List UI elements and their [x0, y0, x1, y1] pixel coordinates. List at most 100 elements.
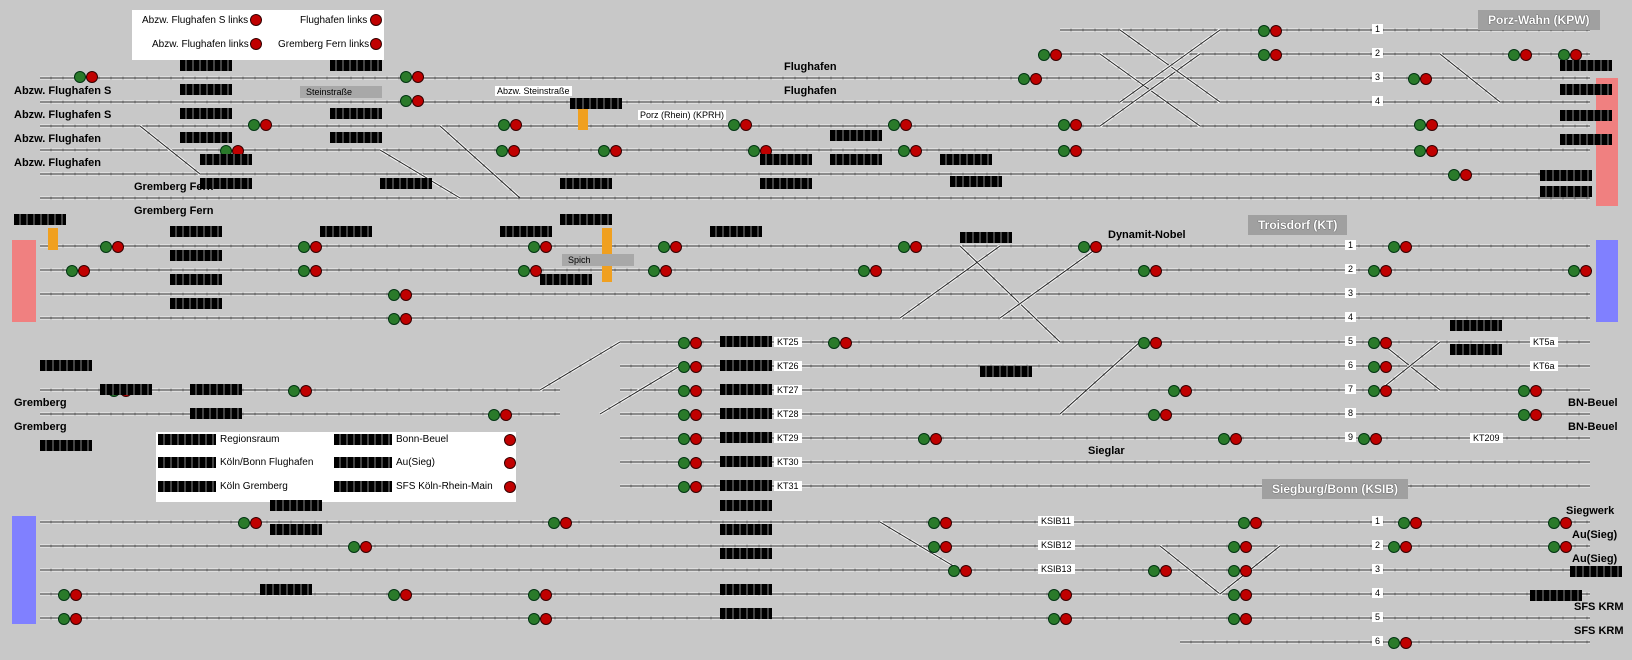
signal-red-icon[interactable] — [412, 71, 424, 83]
signal-red-icon[interactable] — [1400, 241, 1412, 253]
signal-green-icon[interactable] — [238, 517, 250, 529]
signal-green-icon[interactable] — [518, 265, 530, 277]
signal-green-icon[interactable] — [1368, 265, 1380, 277]
signal-green-icon[interactable] — [898, 241, 910, 253]
signal-red-icon[interactable] — [940, 517, 952, 529]
signal-red-icon[interactable] — [1380, 265, 1392, 277]
signal-green-icon[interactable] — [1138, 337, 1150, 349]
signal-green-icon[interactable] — [1368, 361, 1380, 373]
signal-green-icon[interactable] — [488, 409, 500, 421]
signal-red-icon[interactable] — [250, 14, 262, 26]
signal-red-icon[interactable] — [1560, 541, 1572, 553]
signal-red-icon[interactable] — [1520, 49, 1532, 61]
signal-green-icon[interactable] — [548, 517, 560, 529]
signal-red-icon[interactable] — [690, 409, 702, 421]
signal-red-icon[interactable] — [250, 517, 262, 529]
signal-red-icon[interactable] — [78, 265, 90, 277]
signal-red-icon[interactable] — [1460, 169, 1472, 181]
signal-green-icon[interactable] — [528, 589, 540, 601]
signal-green-icon[interactable] — [1258, 25, 1270, 37]
signal-green-icon[interactable] — [288, 385, 300, 397]
signal-red-icon[interactable] — [540, 589, 552, 601]
signal-red-icon[interactable] — [400, 589, 412, 601]
signal-green-icon[interactable] — [1018, 73, 1030, 85]
signal-green-icon[interactable] — [1038, 49, 1050, 61]
signal-red-icon[interactable] — [70, 589, 82, 601]
signal-green-icon[interactable] — [496, 145, 508, 157]
signal-green-icon[interactable] — [678, 457, 690, 469]
signal-green-icon[interactable] — [248, 119, 260, 131]
signal-red-icon[interactable] — [1240, 565, 1252, 577]
signal-green-icon[interactable] — [858, 265, 870, 277]
signal-red-icon[interactable] — [1160, 565, 1172, 577]
signal-green-icon[interactable] — [400, 71, 412, 83]
signal-red-icon[interactable] — [960, 565, 972, 577]
signal-red-icon[interactable] — [1050, 49, 1062, 61]
signal-red-icon[interactable] — [1580, 265, 1592, 277]
signal-green-icon[interactable] — [388, 313, 400, 325]
signal-green-icon[interactable] — [1388, 241, 1400, 253]
signal-red-icon[interactable] — [690, 433, 702, 445]
signal-red-icon[interactable] — [1070, 119, 1082, 131]
signal-red-icon[interactable] — [504, 481, 516, 493]
signal-red-icon[interactable] — [1180, 385, 1192, 397]
signal-red-icon[interactable] — [250, 38, 262, 50]
signal-red-icon[interactable] — [930, 433, 942, 445]
signal-red-icon[interactable] — [500, 409, 512, 421]
signal-red-icon[interactable] — [508, 145, 520, 157]
signal-green-icon[interactable] — [498, 119, 510, 131]
signal-red-icon[interactable] — [1420, 73, 1432, 85]
signal-red-icon[interactable] — [1270, 49, 1282, 61]
signal-green-icon[interactable] — [1548, 541, 1560, 553]
signal-red-icon[interactable] — [1530, 385, 1542, 397]
signal-red-icon[interactable] — [690, 481, 702, 493]
signal-red-icon[interactable] — [670, 241, 682, 253]
signal-green-icon[interactable] — [1148, 409, 1160, 421]
signal-red-icon[interactable] — [112, 241, 124, 253]
signal-red-icon[interactable] — [300, 385, 312, 397]
signal-green-icon[interactable] — [1238, 517, 1250, 529]
signal-red-icon[interactable] — [504, 434, 516, 446]
signal-red-icon[interactable] — [540, 613, 552, 625]
signal-red-icon[interactable] — [900, 119, 912, 131]
signal-green-icon[interactable] — [1368, 385, 1380, 397]
signal-green-icon[interactable] — [898, 145, 910, 157]
signal-green-icon[interactable] — [678, 385, 690, 397]
signal-red-icon[interactable] — [1560, 517, 1572, 529]
signal-red-icon[interactable] — [1370, 433, 1382, 445]
signal-green-icon[interactable] — [58, 589, 70, 601]
signal-green-icon[interactable] — [74, 71, 86, 83]
signal-red-icon[interactable] — [1150, 337, 1162, 349]
signal-green-icon[interactable] — [528, 613, 540, 625]
signal-red-icon[interactable] — [310, 265, 322, 277]
signal-green-icon[interactable] — [298, 241, 310, 253]
signal-red-icon[interactable] — [1240, 589, 1252, 601]
signal-green-icon[interactable] — [678, 481, 690, 493]
signal-green-icon[interactable] — [928, 541, 940, 553]
signal-green-icon[interactable] — [1568, 265, 1580, 277]
signal-green-icon[interactable] — [658, 241, 670, 253]
signal-green-icon[interactable] — [1228, 613, 1240, 625]
signal-red-icon[interactable] — [400, 289, 412, 301]
signal-red-icon[interactable] — [370, 38, 382, 50]
signal-red-icon[interactable] — [1030, 73, 1042, 85]
signal-green-icon[interactable] — [1448, 169, 1460, 181]
signal-red-icon[interactable] — [1380, 385, 1392, 397]
signal-green-icon[interactable] — [728, 119, 740, 131]
signal-green-icon[interactable] — [678, 409, 690, 421]
signal-green-icon[interactable] — [678, 337, 690, 349]
signal-green-icon[interactable] — [1048, 589, 1060, 601]
signal-green-icon[interactable] — [1058, 145, 1070, 157]
signal-red-icon[interactable] — [1410, 517, 1422, 529]
signal-red-icon[interactable] — [1240, 613, 1252, 625]
signal-red-icon[interactable] — [560, 517, 572, 529]
signal-green-icon[interactable] — [948, 565, 960, 577]
signal-green-icon[interactable] — [1414, 119, 1426, 131]
signal-green-icon[interactable] — [598, 145, 610, 157]
signal-green-icon[interactable] — [1408, 73, 1420, 85]
signal-red-icon[interactable] — [910, 241, 922, 253]
signal-red-icon[interactable] — [310, 241, 322, 253]
signal-green-icon[interactable] — [928, 517, 940, 529]
signal-red-icon[interactable] — [690, 457, 702, 469]
signal-green-icon[interactable] — [1518, 385, 1530, 397]
